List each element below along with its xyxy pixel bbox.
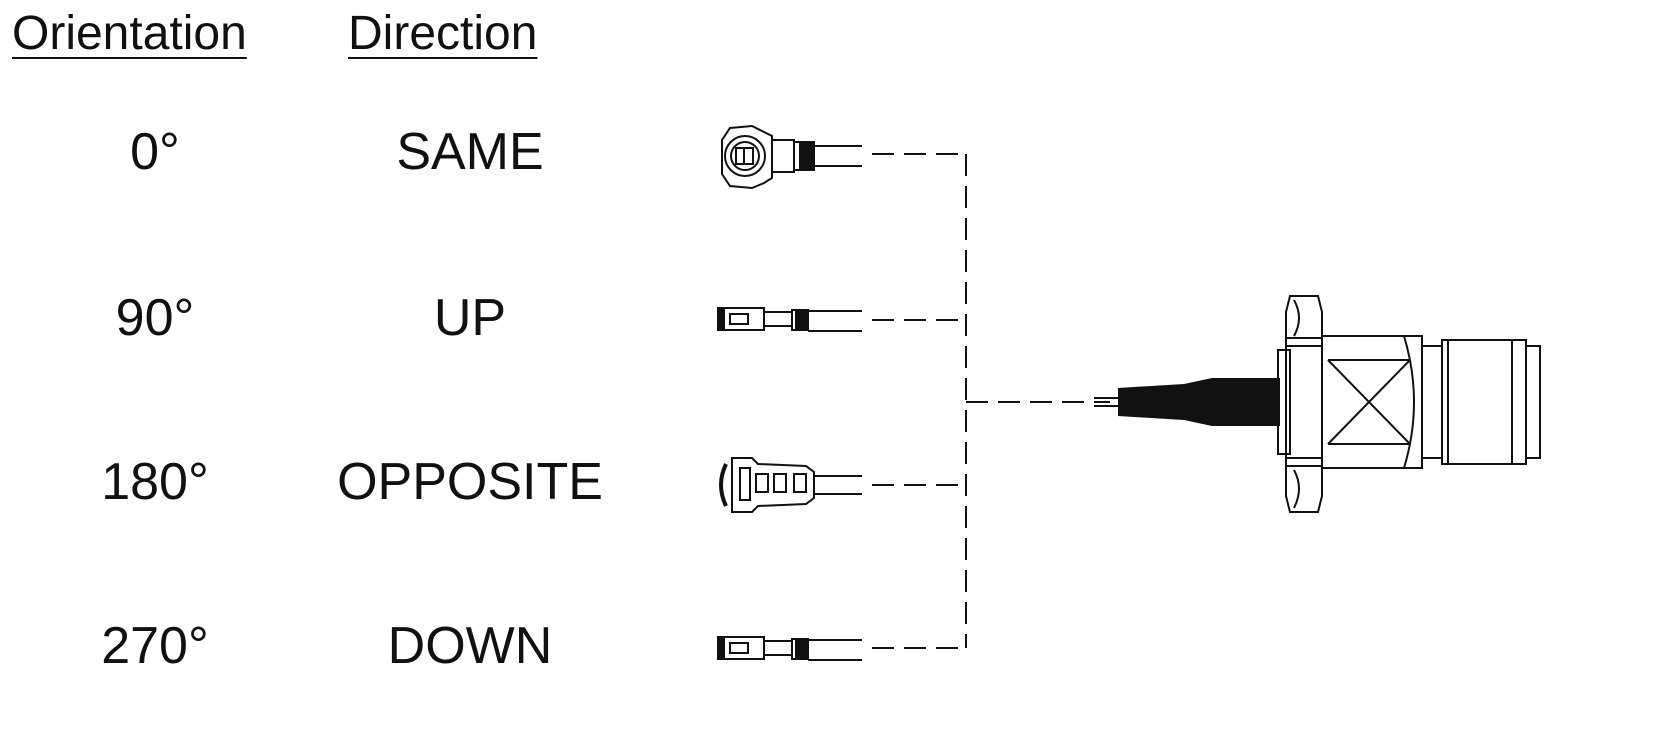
orientation-column-header: Orientation (12, 7, 247, 60)
dashed-leader-lines (872, 153, 1110, 649)
row-1-orientation: 90° (115, 289, 195, 347)
coax-cable-icon (1094, 378, 1280, 426)
row-2-orientation: 180° (101, 453, 209, 511)
connector-180-icon (719, 457, 862, 513)
row-1-direction: UP (433, 289, 507, 347)
row-3-orientation: 270° (101, 617, 209, 675)
connector-270-icon (717, 636, 862, 661)
connector-90-icon (717, 307, 862, 332)
row-2-direction: OPPOSITE (337, 453, 603, 511)
row-3-direction: DOWN (387, 617, 553, 675)
direction-column-header: Direction (348, 7, 538, 60)
row-0-orientation: 0° (130, 123, 180, 181)
row-0-direction: SAME (396, 123, 544, 181)
bulkhead-connector-icon (1277, 295, 1541, 513)
connector-0-icon (721, 124, 862, 190)
